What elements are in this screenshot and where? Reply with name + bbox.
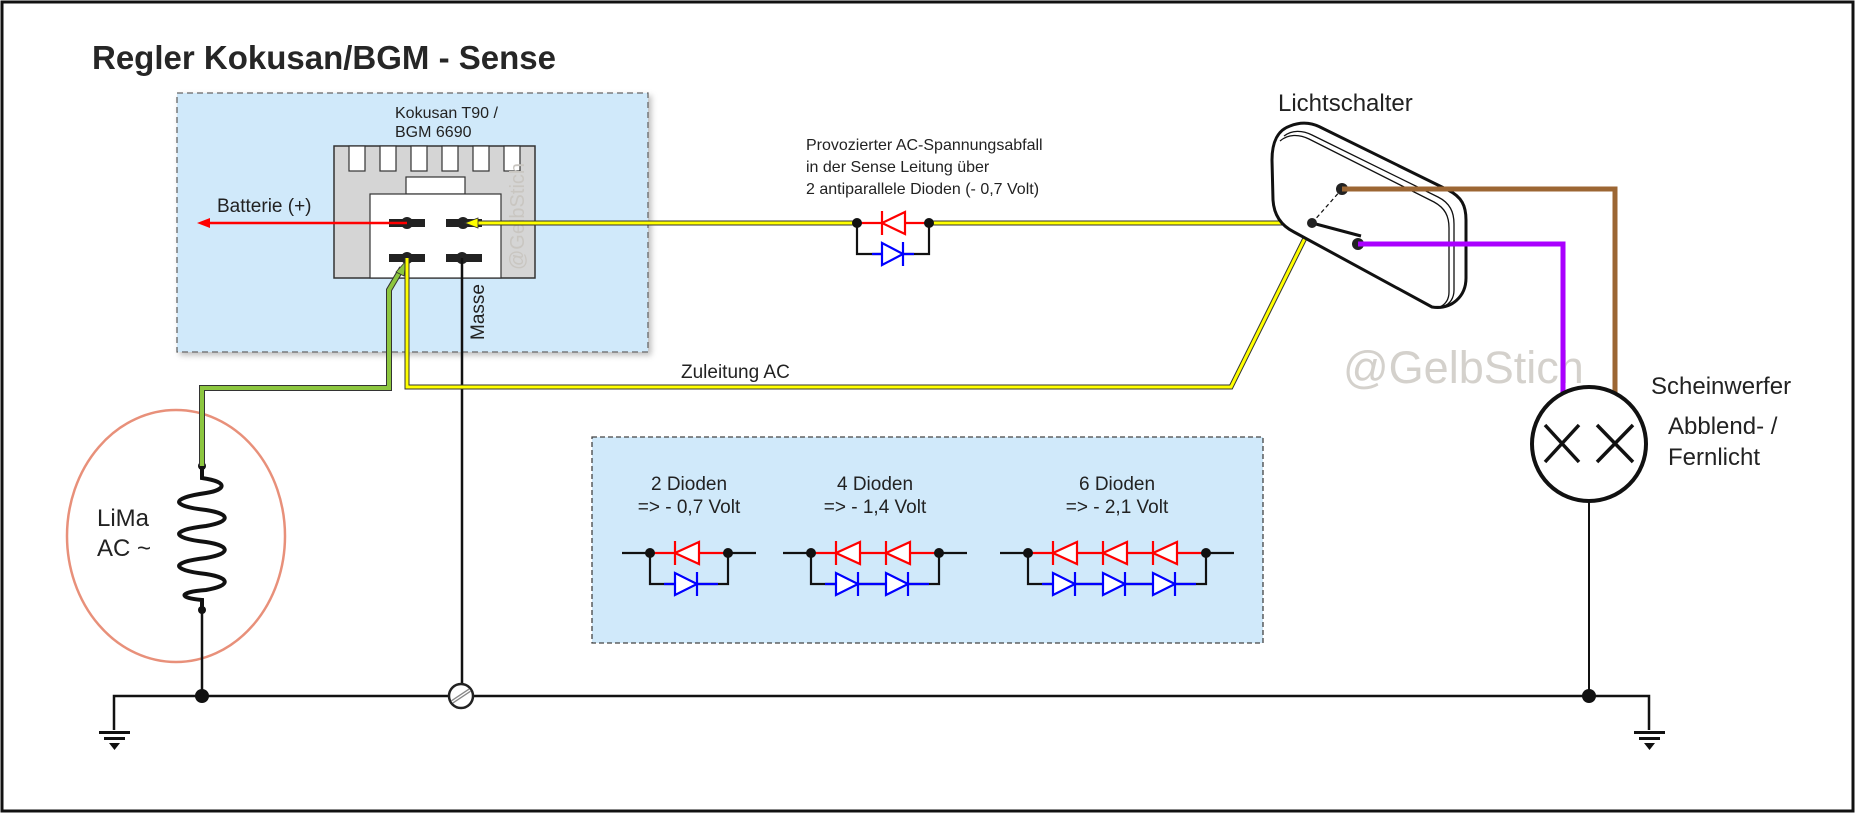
diode-blue-icon — [1101, 571, 1128, 597]
switch-alt-position — [1311, 188, 1343, 224]
diode-blue-icon — [1151, 571, 1178, 597]
diode-red-icon — [879, 210, 907, 236]
diode-blue-icon — [880, 241, 906, 267]
generator-circle — [65, 408, 287, 664]
supply-label: Zuleitung AC — [681, 362, 790, 383]
low-beam-wire-purple — [1358, 241, 1566, 393]
regulator-panel: Kokusan T90 / BGM 6690 @GelbStich — [176, 92, 649, 353]
legend-junction — [645, 548, 655, 558]
ground-symbol-left — [99, 731, 130, 750]
regulator-body: @GelbStich — [333, 145, 536, 279]
generator-wire-green — [199, 259, 407, 466]
diode-legend-group: 2 Dioden=> - 0,7 Volt — [622, 474, 756, 597]
ground-screw-icon — [447, 682, 475, 710]
diode-red-icon — [833, 540, 862, 566]
diode-red-icon — [883, 540, 912, 566]
battery-wire — [197, 218, 407, 228]
diode-blue-icon — [834, 571, 861, 597]
legend-junction — [934, 548, 944, 558]
legend-drop: => - 2,1 Volt — [1066, 497, 1169, 518]
page-title: Regler Kokusan/BGM - Sense — [92, 39, 556, 76]
generator-coil-icon — [177, 466, 227, 610]
sense-note-line2: in der Sense Leitung über — [806, 159, 990, 176]
headlight-lamp-icon — [1530, 385, 1648, 503]
diode-red-icon — [1050, 540, 1079, 566]
sense-note-line3: 2 antiparallele Dioden (- 0,7 Volt) — [806, 181, 1039, 198]
legend-junction — [1201, 548, 1211, 558]
legend-junction — [723, 548, 733, 558]
legend-title: 2 Dioden — [651, 474, 727, 495]
high-beam-wire-brown — [1342, 186, 1618, 393]
legend-title: 6 Dioden — [1079, 474, 1155, 495]
diode-legend-group: 4 Dioden=> - 1,4 Volt — [783, 474, 967, 597]
switch-lever — [1311, 221, 1362, 238]
legend-junction — [806, 548, 816, 558]
legend-junction — [1023, 548, 1033, 558]
sense-wire-yellow — [463, 217, 1312, 229]
ground-bus — [112, 694, 1651, 730]
switch-housing-icon — [1270, 121, 1468, 309]
watermark: @GelbStich — [1343, 342, 1584, 393]
headlight-label: Scheinwerfer — [1651, 373, 1791, 400]
regulator-name-line2: BGM 6690 — [395, 124, 472, 141]
headlight-sub2: Fernlicht — [1668, 444, 1760, 471]
connector-housing — [369, 193, 502, 279]
ground-label: Masse — [468, 284, 489, 340]
diode-red-icon — [1150, 540, 1179, 566]
legend-drop: => - 0,7 Volt — [638, 497, 741, 518]
switch-label: Lichtschalter — [1278, 90, 1413, 117]
generator-label-line2: AC ~ — [97, 535, 151, 562]
sense-diode-pair — [852, 210, 934, 267]
regulator-name-line1: Kokusan T90 / — [395, 105, 498, 122]
diode-red-icon — [1100, 540, 1129, 566]
diode-blue-icon — [673, 571, 700, 597]
light-switch: Lichtschalter — [1270, 90, 1468, 309]
generator: LiMa AC ~ — [65, 408, 287, 696]
diode-legend-group: 6 Dioden=> - 2,1 Volt — [1000, 474, 1234, 597]
ground-symbol-right — [1634, 731, 1665, 750]
sense-note-line1: Provozierter AC-Spannungsabfall — [806, 137, 1043, 154]
heatsink-fins — [348, 145, 521, 172]
legend-drop: => - 1,4 Volt — [824, 497, 927, 518]
connector-tab — [405, 176, 466, 195]
legend-title: 4 Dioden — [837, 474, 913, 495]
diode-blue-icon — [1051, 571, 1078, 597]
battery-label: Batterie (+) — [217, 196, 312, 217]
regulator-watermark: @GelbStich — [507, 163, 529, 270]
headlight-sub1: Abblend- / — [1668, 413, 1778, 440]
diode-red-icon — [672, 540, 701, 566]
diode-blue-icon — [884, 571, 911, 597]
generator-label-line1: LiMa — [97, 505, 150, 532]
